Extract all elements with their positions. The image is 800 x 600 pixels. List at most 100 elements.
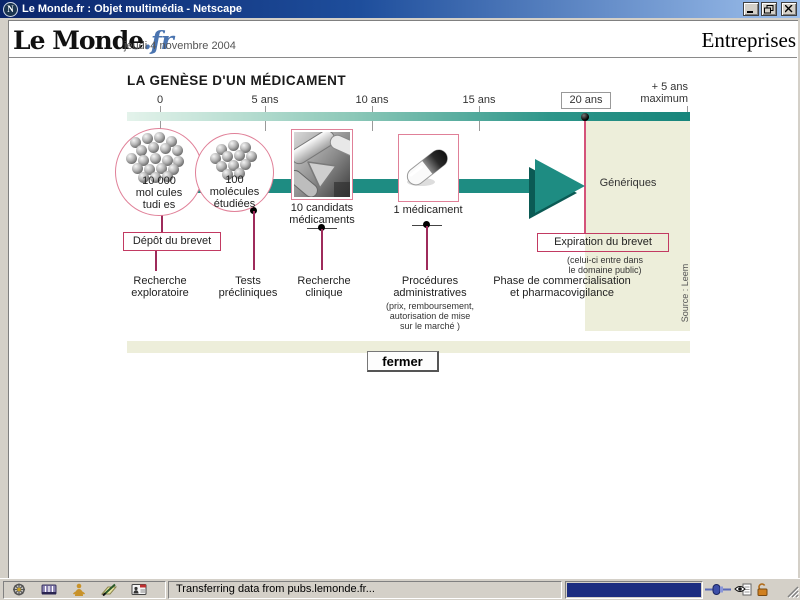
composer-icon[interactable] xyxy=(100,583,118,596)
stage1-line3: tudi es xyxy=(142,199,176,211)
stage1-line1: 10 000 xyxy=(142,175,176,187)
connector-line xyxy=(253,211,255,270)
timeline-label-10: 10 ans xyxy=(355,94,389,106)
expiry-note-line1: (celui-ci entre dans xyxy=(566,255,644,265)
stage2-line2: molécules xyxy=(209,186,260,198)
close-button[interactable] xyxy=(781,2,797,16)
resize-grip[interactable] xyxy=(785,584,799,598)
close-icon xyxy=(785,5,793,13)
section-title: Entreprises xyxy=(701,28,796,52)
progress-bar xyxy=(565,581,703,599)
molecule-ball xyxy=(240,142,251,153)
instant-messenger-icon[interactable] xyxy=(70,583,88,596)
pills-photo xyxy=(287,129,360,200)
navigator-icon[interactable] xyxy=(10,583,28,596)
date-text: jeudi 4 novembre 2004 xyxy=(124,40,236,52)
timeline-label-max-line1: + 5 ans xyxy=(651,81,688,93)
restore-button[interactable] xyxy=(761,2,777,16)
stage3-line1: 10 candidats xyxy=(290,202,354,214)
molecule-ball xyxy=(216,161,227,172)
stage1-line2: mol cules xyxy=(135,187,183,199)
connector-line xyxy=(321,229,323,270)
view-security-icon[interactable] xyxy=(734,582,752,597)
bottom-band xyxy=(127,341,690,353)
phase-exploratory: Recherche exploratoire xyxy=(110,275,210,299)
patent-expiry-box: Expiration du brevet xyxy=(537,233,669,252)
molecule-ball xyxy=(234,150,245,161)
phase5-line1: Phase de commercialisation xyxy=(493,275,631,287)
molecule-ball xyxy=(173,156,184,167)
molecule-ball xyxy=(162,171,173,182)
component-bar xyxy=(3,581,166,599)
status-message: Transferring data from pubs.lemonde.fr..… xyxy=(176,583,375,595)
stage4-label: 1 médicament xyxy=(393,204,463,216)
phase-commercialisation: Phase de commercialisation et pharmacovi… xyxy=(462,275,662,299)
molecule-ball xyxy=(172,145,183,156)
marker-dot xyxy=(318,224,325,231)
fermer-button[interactable]: fermer xyxy=(367,351,439,372)
molecule-ball xyxy=(148,142,159,153)
address-book-icon[interactable] xyxy=(130,583,148,596)
minimize-button[interactable] xyxy=(743,2,759,16)
title-bar[interactable]: N Le Monde.fr : Objet multimédia - Netsc… xyxy=(0,0,800,18)
marker-dot xyxy=(250,207,257,214)
stage3-line2: médicaments xyxy=(289,213,355,226)
molecule-ball xyxy=(228,140,239,151)
window-title: Le Monde.fr : Objet multimédia - Netscap… xyxy=(22,3,243,15)
molecule-ball xyxy=(132,163,143,174)
phase4-line1: Procédures xyxy=(401,275,459,287)
phase5-line2: et pharmacovigilance xyxy=(510,286,614,299)
phase2-line2: précliniques xyxy=(218,286,278,299)
molecule-ball xyxy=(234,168,245,179)
connector-line xyxy=(155,251,157,271)
expiry-note-line2: le domaine public) xyxy=(568,265,642,275)
timeline-20-dot xyxy=(581,113,589,121)
capsule-image xyxy=(406,149,448,186)
molecule-ball xyxy=(136,145,147,156)
molecule-ball xyxy=(168,164,179,175)
molecule-ball xyxy=(162,155,173,166)
status-bar: Transferring data from pubs.lemonde.fr..… xyxy=(0,578,800,600)
phase4-note3: sur le marché ) xyxy=(399,321,461,331)
molecule-ball xyxy=(138,155,149,166)
generics-label: Génériques xyxy=(599,177,657,189)
patent-filing-box: Dépôt du brevet xyxy=(123,232,221,251)
molecule-ball xyxy=(228,160,239,171)
security-lock-icon[interactable] xyxy=(755,582,770,597)
minimize-icon xyxy=(747,11,753,13)
molecule-ball xyxy=(222,151,233,162)
marker-dot xyxy=(423,221,430,228)
pills-image xyxy=(287,130,360,198)
mail-icon[interactable] xyxy=(40,583,58,596)
phase1-line2: exploratoire xyxy=(131,286,189,299)
phase-clinical: Recherche clinique xyxy=(274,275,374,299)
status-message-panel: Transferring data from pubs.lemonde.fr..… xyxy=(168,581,562,599)
progress-fill xyxy=(567,583,701,597)
phase1-line1: Recherche xyxy=(133,275,187,287)
netscape-icon: N xyxy=(3,1,18,17)
logo-suffix: .fr xyxy=(143,26,174,55)
molecule-ball xyxy=(150,153,161,164)
source-credit: Source : Leem xyxy=(680,263,690,323)
stage2-label: 100 molécules étudiées xyxy=(196,174,273,210)
molecule-ball xyxy=(166,136,177,147)
phase-administrative: Procédures administratives xyxy=(380,275,480,299)
stage2-circle: 100 molécules étudiées xyxy=(195,133,274,212)
patent-expiry-note: (celui-ci entre dans le domaine public) xyxy=(545,255,665,275)
timeline-label-max: + 5 ans maximum xyxy=(600,81,688,105)
connector-line xyxy=(426,226,428,270)
timeline-label-20-box: 20 ans xyxy=(561,92,611,109)
molecule-ball xyxy=(246,151,257,162)
stage3-label: 10 candidats médicaments xyxy=(272,202,372,226)
molecule-ball xyxy=(150,172,161,183)
generics-zone xyxy=(585,121,690,331)
molecule-ball xyxy=(126,153,137,164)
timeline-label-15: 15 ans xyxy=(462,94,496,106)
phase4-note2: autorisation de mise xyxy=(389,311,471,321)
window-controls xyxy=(743,2,797,16)
stage2-line3: étudiées xyxy=(213,198,256,210)
infographic-title: LA GENÈSE D'UN MÉDICAMENT xyxy=(127,73,346,88)
stage2-line1: 100 xyxy=(225,174,244,186)
timeline-bar xyxy=(127,112,690,121)
phase-preclinical: Tests précliniques xyxy=(198,275,298,299)
